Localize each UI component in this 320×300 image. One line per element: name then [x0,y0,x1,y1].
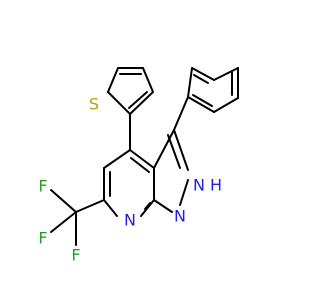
bond [103,199,118,217]
bond [153,199,173,213]
fluorine-bottom-label: F [71,246,80,265]
bond [187,96,215,113]
nh-hydrogen-label: H [210,176,222,195]
molecule-drawing: S N H N N F F F [38,67,239,265]
bond [213,97,239,113]
fluorine-left-label: F [38,229,47,248]
fluorine-top-label: F [38,177,47,196]
structure-canvas: S N H N N F F F [38,67,239,265]
bond [103,149,131,169]
bond [140,199,155,217]
bond [167,134,181,169]
bond [130,157,150,173]
pyridine-nitrogen-label: N [124,211,136,230]
bond [213,67,239,81]
bond [142,67,154,93]
bond [75,199,105,213]
nh-nitrogen-label: N [193,176,205,195]
sulfur-atom-label: S [89,95,99,114]
bond [50,189,77,213]
bond [107,67,119,93]
bond [50,211,77,233]
bond [193,74,209,84]
bond [173,129,189,171]
trifluoromethyl-group [50,189,105,246]
bond [128,91,148,109]
bond [129,91,154,115]
bond [129,149,155,169]
bond [173,96,189,131]
pyrazole-nitrogen-label: N [174,207,186,226]
bond [192,94,213,107]
bond [179,179,189,206]
bond [107,91,131,115]
bond [191,67,215,81]
bond [187,67,193,98]
bond [153,129,175,169]
thiophene-ring [107,67,154,115]
bond [144,202,151,210]
fused-core [103,129,189,217]
phenyl-ring [187,67,239,113]
